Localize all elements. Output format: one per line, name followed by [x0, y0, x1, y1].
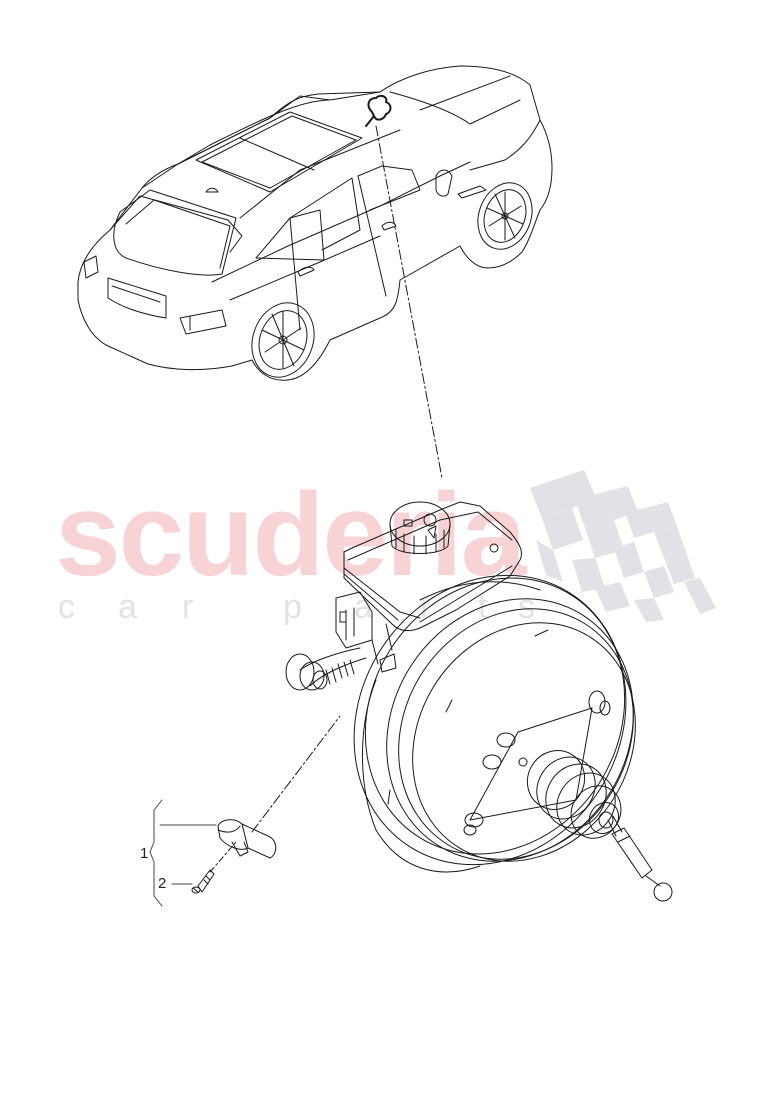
leader-line [375, 125, 443, 479]
leader-line [209, 841, 237, 873]
master-cylinder-illustration [285, 591, 397, 691]
watermark-letter: r [182, 588, 194, 626]
location-marker-icon [365, 94, 392, 127]
brake-booster-illustration [353, 574, 673, 902]
vehicle-illustration [77, 65, 553, 381]
callout-number-2[interactable]: 2 [158, 875, 167, 892]
watermark-letter: a [354, 588, 373, 626]
watermark-letter: c [58, 588, 75, 626]
watermark-brand: scuderia [55, 469, 526, 601]
fluid-reservoir-illustration [343, 501, 523, 632]
watermark-letter: a [118, 588, 137, 626]
callout-number-1[interactable]: 1 [140, 845, 149, 862]
watermark-letter: r [420, 588, 432, 626]
bolt-illustration [191, 869, 215, 894]
leader-line [251, 715, 341, 833]
sensor-illustration [217, 819, 277, 859]
callout-bracket [149, 799, 163, 907]
watermark-letter: p [283, 588, 302, 626]
